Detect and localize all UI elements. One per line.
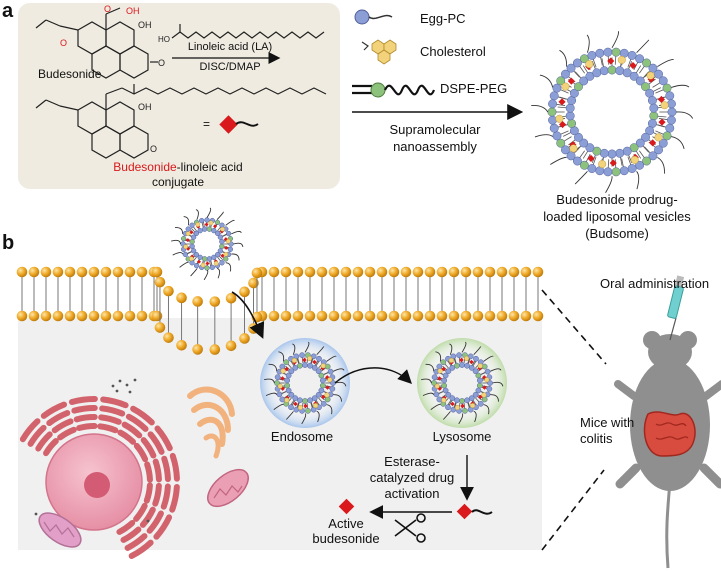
golgi-organelle [187,386,235,459]
nucleus-er-organelle [19,396,180,559]
mitochondrion-organelle-2 [38,512,82,548]
reagent-top-label: Linoleic acid (LA) [187,41,273,53]
activation-label-2: catalyzed drug [369,470,455,485]
mice-colitis-label-2: colitis [580,431,613,446]
oral-administration-label: Oral administration [600,276,710,291]
dashed-connector-bottom [541,469,605,551]
scissors-icon [394,513,426,543]
nanoassembly-caption-2: nanoassembly [393,139,477,154]
budsome-caption-1: Budesonide prodrug- [556,192,678,207]
cell-conjugate-diamond-icon [456,503,473,520]
budsome-liposome-icon [531,31,694,193]
syringe-icon [667,275,685,341]
equals-sign: = [203,117,211,131]
nanoassembly-caption-1: Supramolecular [389,122,481,137]
budsome-caption-2: loaded liposomal vesicles [543,209,691,224]
svg-text:O: O [104,4,111,14]
cholesterol-label: Cholesterol [420,44,486,59]
svg-text:OH: OH [126,6,140,16]
mice-colitis-label-1: Mice with [580,415,635,430]
dspe-peg-icon [352,82,436,98]
conjugate-structure [35,84,327,159]
plasma-membrane [16,266,544,355]
budesonide-red-atoms: O O OH [60,4,140,48]
endosome-label: Endosome [270,429,334,444]
dashed-connector-top [541,289,607,365]
conjugate-diamond-icon [219,115,238,134]
svg-text:OH: OH [138,20,152,30]
dspe-peg-label: DSPE-PEG [440,81,508,96]
cytosol-dots [34,378,150,523]
svg-text:OH: OH [138,102,152,112]
active-budesonide-label-2: budesonide [312,531,380,546]
activation-label-1: Esterase- [384,454,440,469]
svg-text:O: O [60,38,67,48]
linoleic-acid-structure: HO [158,24,325,44]
conjugate-label-rest: -linoleic acid [176,160,243,174]
active-budesonide-diamond-icon [338,498,355,515]
svg-text:HO: HO [158,35,170,44]
conjugate-label-red: Budesonide [113,160,177,174]
svg-text:O: O [150,144,157,154]
active-budesonide-label-1: Active [328,516,364,531]
egg-pc-label: Egg-PC [420,11,466,26]
endocytosis-arrow [231,291,265,339]
cholesterol-icon [371,39,397,65]
lysosome-label: Lysosome [432,429,492,444]
conjugate-label-line2: conjugate [151,175,205,189]
budesonide-structure [35,7,158,79]
budesonide-label: Budesonide [38,67,102,81]
reagent-bottom-label: DISC/DMAP [199,61,261,73]
svg-text:O: O [158,58,165,68]
panel-b-label: b [2,232,15,254]
panel-a-synthesis-box [18,3,340,189]
egg-pc-icon [354,9,370,25]
mitochondrion-organelle [207,468,249,508]
budsome-caption-3: (Budsome) [585,226,649,241]
panel-a-label: a [2,0,14,22]
conjugate-tail [235,121,259,127]
conjugate-label: Budesonide-linoleic acid [88,160,268,174]
endosome-to-lysosome-arrow [334,367,412,384]
mouse-illustration [614,331,721,569]
activation-label-3: activation [384,486,440,501]
